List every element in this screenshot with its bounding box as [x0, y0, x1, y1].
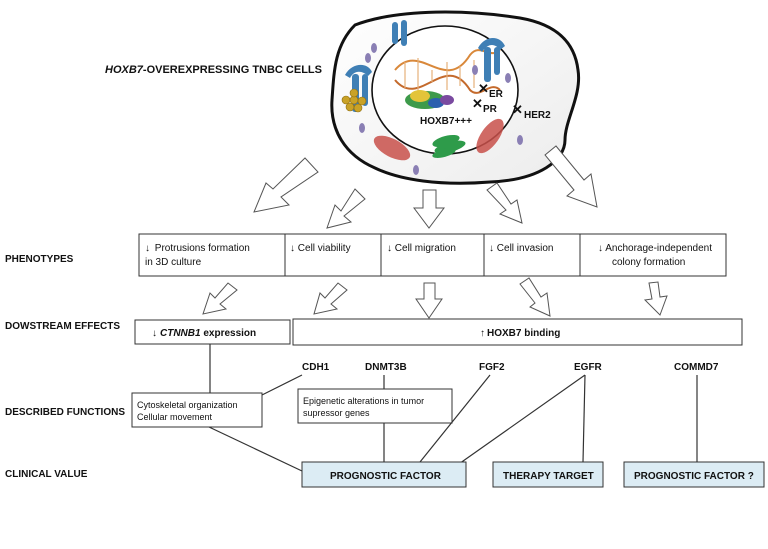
- pr-receptor: ✕ PR: [472, 96, 498, 115]
- phenotype-4: ↓ Anchorage-independent: [598, 243, 712, 254]
- row-label-clinical: CLINICAL VALUE: [5, 469, 88, 480]
- arrow-to-invasion: [486, 182, 523, 224]
- arrow-anchorage-to-binding: [643, 281, 668, 316]
- cell-title: HOXB7-OVEREXPRESSING TNBC CELLS: [105, 64, 322, 76]
- phenotype-4-line2: colony formation: [612, 257, 685, 268]
- gene-cdh1: CDH1: [302, 362, 330, 373]
- gene-dnmt3b: DNMT3B: [365, 362, 407, 373]
- line-cdh1-to-cyto: [261, 374, 303, 396]
- row-label-phenotypes: PHENOTYPES: [5, 254, 74, 265]
- down-arrow-icon: ↓: [598, 243, 603, 254]
- cell-arrows: [253, 145, 598, 229]
- arrow-migration-to-binding: [415, 282, 443, 319]
- cell-title-gene: HOXB7: [105, 64, 144, 76]
- cell-title-rest: -OVEREXPRESSING TNBC CELLS: [143, 64, 322, 76]
- gene-labels: CDH1 DNMT3B FGF2 EGFR COMMD7: [302, 362, 719, 373]
- er-receptor: ✕ ER: [478, 81, 504, 100]
- hoxb7-binding-text: ↑HOXB7 binding: [480, 328, 560, 339]
- clinical-prognostic-text: PROGNOSTIC FACTOR: [330, 471, 442, 482]
- arrow-to-migration: [413, 189, 445, 229]
- phenotype-1: ↓ Cell viability: [290, 243, 351, 254]
- line-cyto-to-prognostic: [208, 426, 303, 472]
- ctnnb1-box: [134, 319, 291, 345]
- line-egfr-to-therapy: [582, 374, 586, 463]
- her2-label: HER2: [524, 110, 551, 121]
- phenotype-box-invasion: [483, 233, 581, 277]
- her2-receptor: ✕ HER2: [512, 102, 551, 121]
- clinical-box-prognostic-q: [623, 461, 765, 488]
- row-label-functions: DESCRIBED FUNCTIONS: [5, 407, 125, 418]
- down-arrow-icon: ↓: [290, 243, 295, 254]
- gene-egfr: EGFR: [574, 362, 603, 373]
- up-arrow-icon: ↑: [480, 328, 485, 339]
- arrow-to-viability: [326, 188, 366, 229]
- tnbc-cell-illustration: HOXB7+++ ✕ ER ✕ PR ✕ HER2: [330, 10, 581, 185]
- phenotype-box-anchorage: [579, 233, 727, 277]
- row-label-downstream: DOWSTREAM EFFECTS: [5, 321, 120, 332]
- phenotype-arrows: [202, 277, 668, 319]
- function-epi-line2: supressor genes: [303, 408, 370, 418]
- line-fgf2-to-prognostic: [419, 374, 491, 463]
- gene-commd7: COMMD7: [674, 362, 719, 373]
- down-arrow-icon: ↓: [152, 328, 157, 339]
- arrow-to-protrusions: [253, 157, 319, 213]
- phenotype-texts: ↓ Protrusions formation in 3D culture ↓ …: [145, 243, 712, 268]
- er-label: ER: [489, 89, 504, 100]
- clinical-box-therapy: [492, 461, 604, 488]
- line-egfr-to-prognostic: [455, 374, 586, 467]
- small-vesicles-icon: [359, 43, 523, 175]
- er-green-icon: [432, 134, 466, 158]
- function-epi-line1: Epigenetic alterations in tumor: [303, 396, 424, 406]
- arrow-to-anchorage: [544, 145, 598, 208]
- golgi-top-icon: [392, 20, 407, 46]
- phenotype-2: ↓ Cell migration: [387, 243, 456, 254]
- clinical-prognostic-q-text: PROGNOSTIC FACTOR ?: [634, 471, 754, 482]
- mitochondrion-right: [476, 118, 504, 154]
- hoxb7-protein-icon: [405, 90, 454, 109]
- phenotype-0: ↓ Protrusions formation: [145, 243, 250, 254]
- cross-icon: ✕: [512, 102, 523, 117]
- hoxb7-binding-box: [292, 318, 743, 346]
- connector-lines: [208, 344, 698, 472]
- golgi-right-icon: [478, 37, 505, 82]
- cross-icon: ✕: [478, 81, 489, 96]
- gene-fgf2: FGF2: [479, 362, 505, 373]
- phenotype-3: ↓ Cell invasion: [489, 243, 553, 254]
- down-arrow-icon: ↓: [387, 243, 392, 254]
- vesicle-cluster-icon: [341, 88, 367, 113]
- mitochondrion-left: [373, 135, 411, 161]
- clinical-box-prognostic: [301, 461, 467, 488]
- phenotype-boxes: [138, 233, 727, 277]
- phenotype-0-line2: in 3D culture: [145, 257, 202, 268]
- down-arrow-icon: ↓: [145, 243, 150, 254]
- phenotype-box-viability: [284, 233, 382, 277]
- function-box-epigenetic: [297, 388, 453, 424]
- arrow-invasion-to-binding: [519, 277, 551, 317]
- down-arrow-icon: ↓: [489, 243, 494, 254]
- arrow-viability-to-binding: [313, 282, 348, 315]
- clinical-therapy-text: THERAPY TARGET: [503, 471, 594, 482]
- phenotype-box-protrusions: [138, 233, 286, 277]
- function-box-cytoskeletal: [131, 392, 263, 428]
- function-cyto-line2: Cellular movement: [137, 412, 213, 422]
- arrow-protrusions-to-ctnnb1: [202, 282, 238, 315]
- cross-icon: ✕: [472, 96, 483, 111]
- phenotype-box-migration: [380, 233, 485, 277]
- function-cyto-line1: Cytoskeletal organization: [137, 400, 238, 410]
- ctnnb1-text: ↓CTNNB1 expression: [152, 328, 256, 339]
- nucleus-label: HOXB7+++: [420, 116, 472, 127]
- pr-label: PR: [483, 104, 498, 115]
